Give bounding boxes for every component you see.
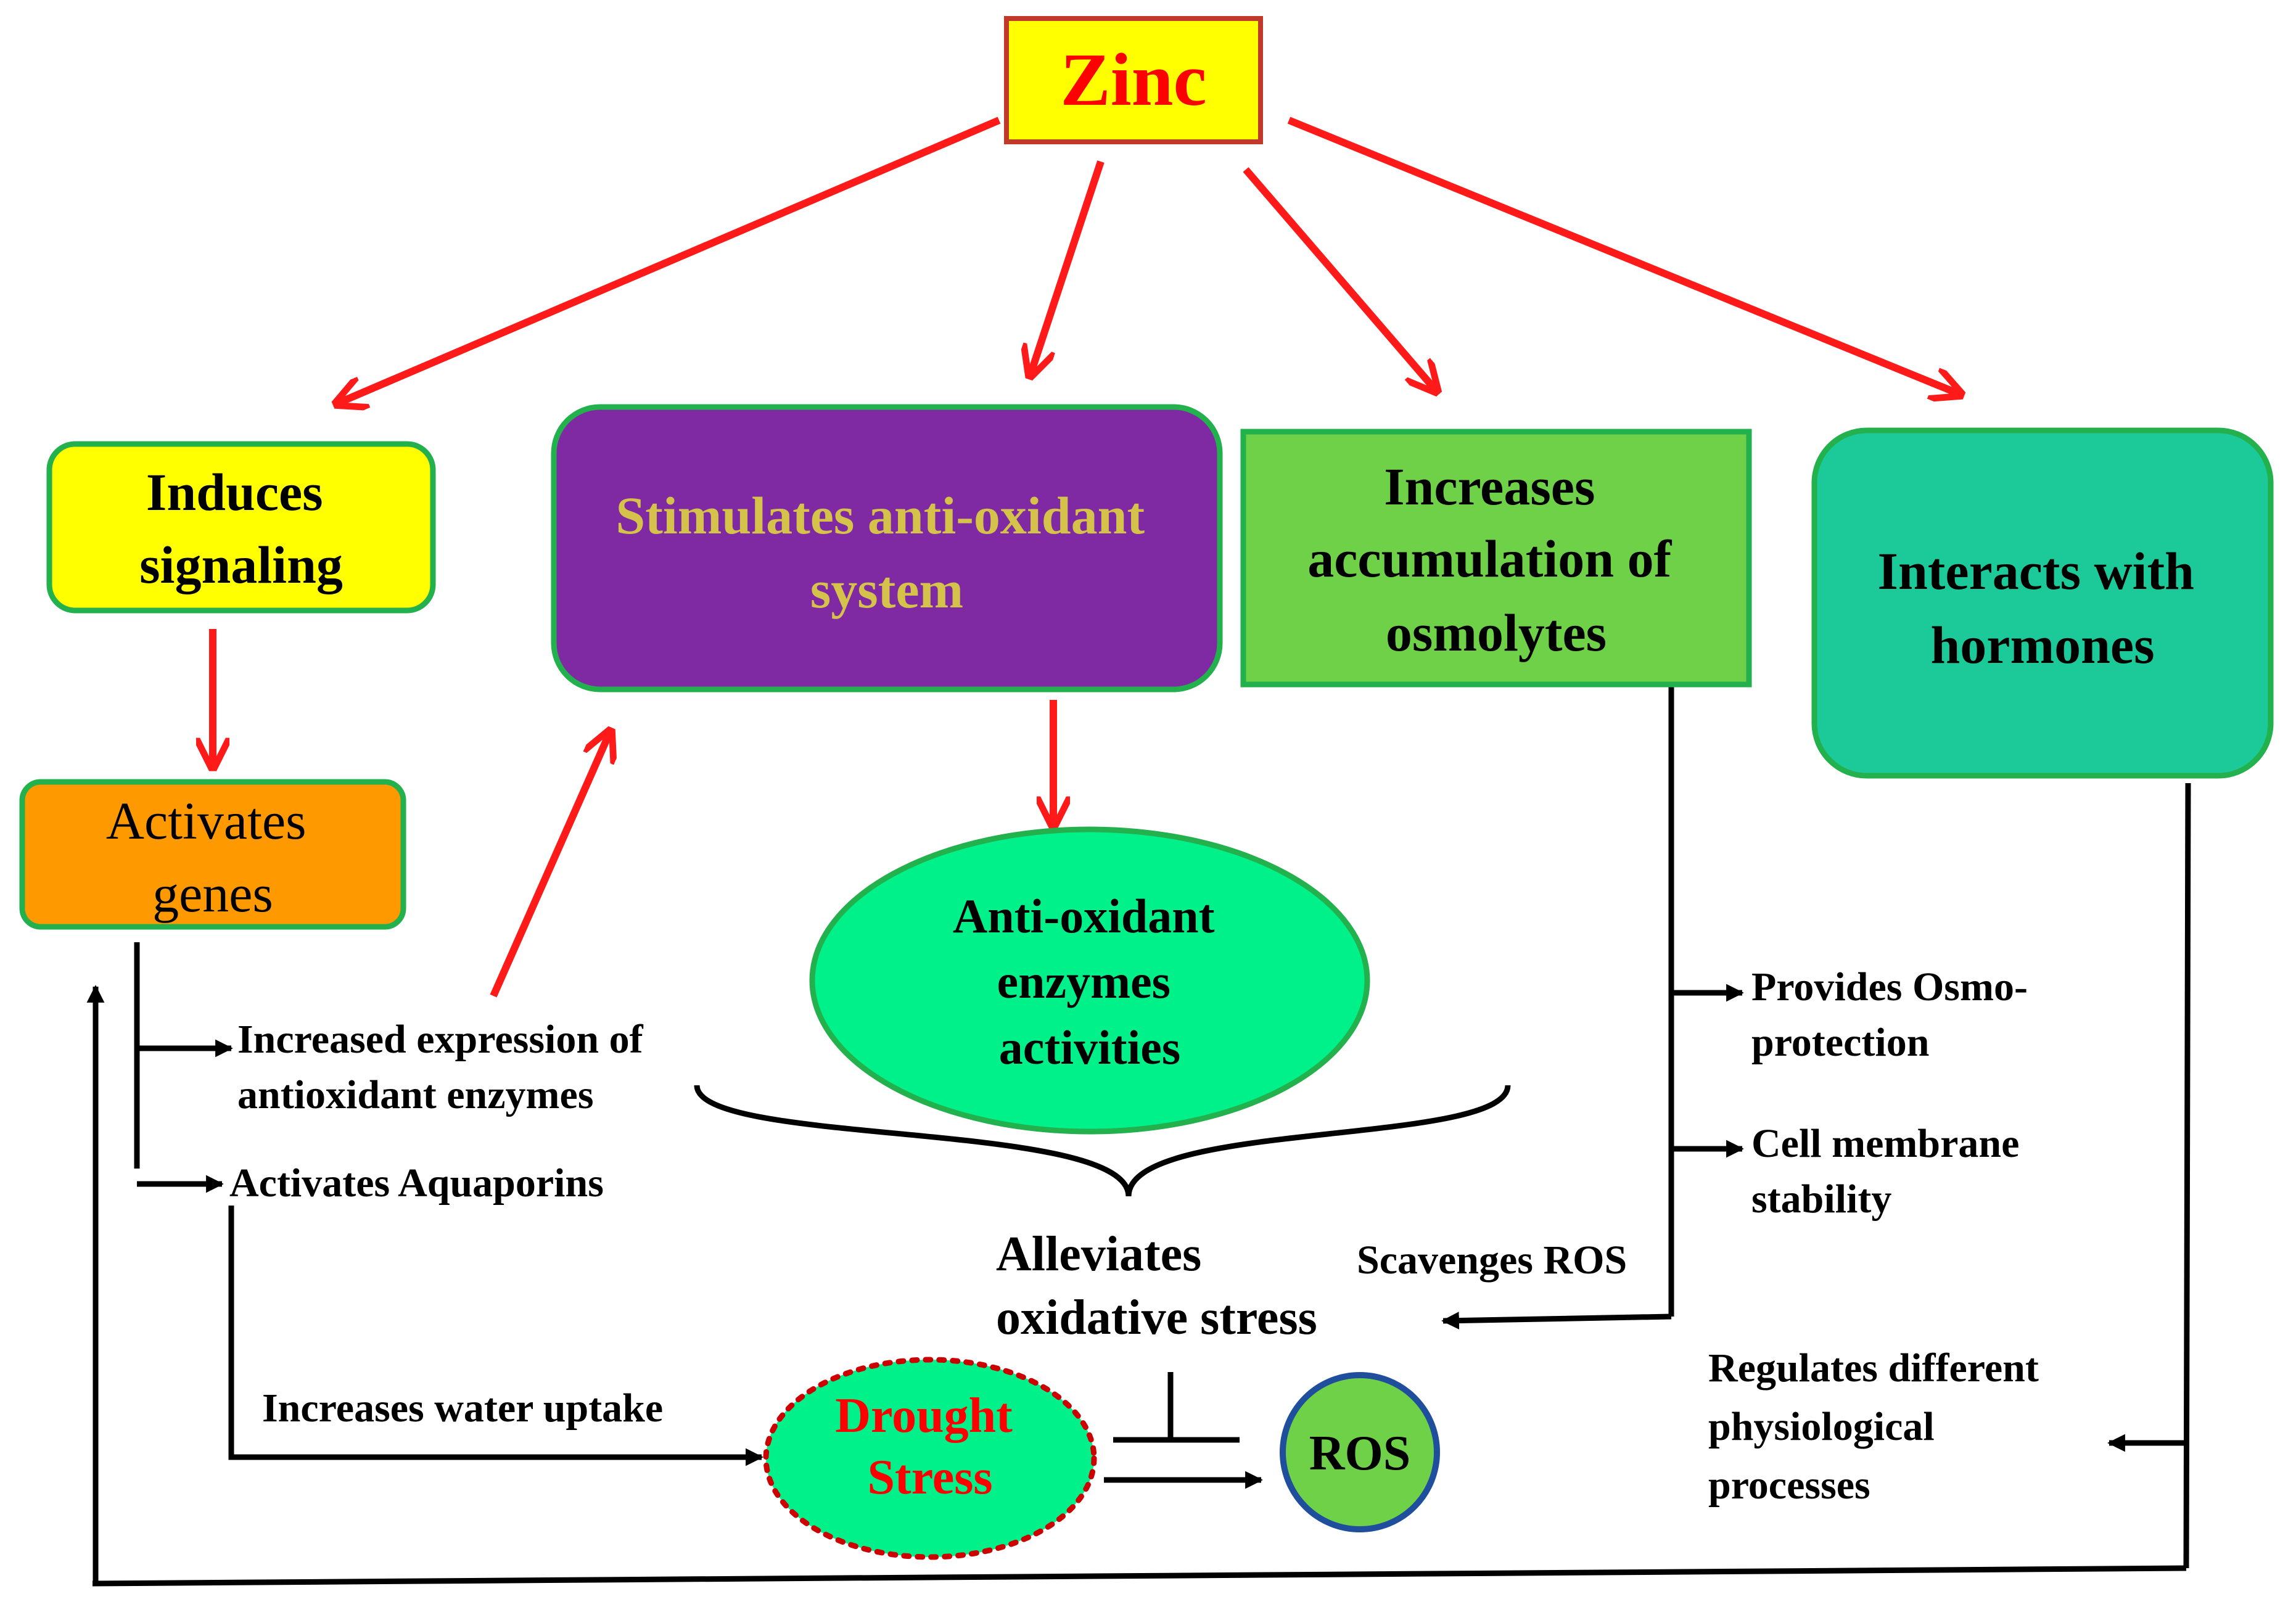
- arrow-zinc-to-antioxidant-system: [1030, 160, 1105, 376]
- label-aquaporins: Activates Aquaporins: [229, 1161, 604, 1206]
- free-labels: Increased expression of antioxidant enzy…: [229, 964, 2049, 1508]
- signaling-box: [46, 441, 436, 614]
- arrow-zinc-to-signaling: [336, 117, 1001, 404]
- hormones-node: Interacts with hormones: [1811, 427, 2274, 779]
- label-osmoprotection: Provides Osmo- protection: [1751, 964, 2038, 1065]
- hormones-stem-line: [2183, 783, 2191, 1569]
- antioxidant-system-box: [551, 404, 1223, 692]
- zinc-node: Zinc: [1004, 16, 1263, 144]
- arrow-scavenges-ros: [1441, 1312, 1672, 1329]
- enzymes-label: Anti-oxidant enzymes activities: [953, 889, 1227, 1074]
- genes-label: Activates genes: [106, 791, 319, 923]
- signaling-node: Induces signaling: [46, 441, 436, 614]
- antioxidant-system-node: Stimulates anti-oxidant system: [551, 404, 1223, 692]
- hormones-label: Interacts with hormones: [1877, 541, 2207, 675]
- label-membrane: Cell membrane stability: [1751, 1121, 2030, 1222]
- label-regulates: Regulates different physiological proces…: [1708, 1346, 2049, 1508]
- ros-circle: [1280, 1372, 1440, 1532]
- red-arrows: [213, 117, 1961, 998]
- genes-box: [19, 779, 406, 930]
- drought-label: Drought Stress: [835, 1389, 1024, 1505]
- enzymes-node: Anti-oxidant enzymes activities: [809, 826, 1370, 1135]
- arrow-water-uptake: [228, 1206, 763, 1466]
- enzymes-ellipse: [809, 826, 1370, 1135]
- signaling-label: Induces signaling: [139, 462, 343, 594]
- label-alleviates: Alleviates oxidative stress: [996, 1227, 1317, 1345]
- genes-node: Activates genes: [19, 779, 406, 930]
- zinc-label: Zinc: [1060, 38, 1206, 121]
- hormones-box: [1811, 427, 2274, 779]
- arrow-zinc-to-osmolytes: [1243, 167, 1437, 392]
- label-scavenges: Scavenges ROS: [1357, 1238, 1627, 1283]
- osmolytes-box: [1240, 429, 1752, 688]
- label-increased-expression: Increased expression of antioxidant enzy…: [237, 1017, 653, 1117]
- drought-node: Drought Stress: [763, 1357, 1097, 1560]
- antioxidant-system-label: Stimulates anti-oxidant system: [615, 486, 1158, 619]
- zinc-box: [1004, 16, 1263, 144]
- arrow-expression-to-system: [490, 731, 611, 998]
- osmolytes-label: Increases accumulation of osmolytes: [1307, 457, 1685, 662]
- label-water-uptake: Increases water uptake: [262, 1386, 663, 1431]
- arrow-zinc-to-hormones: [1287, 117, 1961, 395]
- osmolytes-node: Increases accumulation of osmolytes: [1240, 429, 1752, 688]
- ros-node: ROS: [1280, 1372, 1440, 1532]
- curly-brace: [694, 1085, 1511, 1197]
- feedback-bottom-line: [92, 1565, 2187, 1587]
- black-connectors: [86, 684, 2191, 1587]
- ros-label: ROS: [1309, 1426, 1411, 1481]
- drought-ellipse: [763, 1357, 1097, 1560]
